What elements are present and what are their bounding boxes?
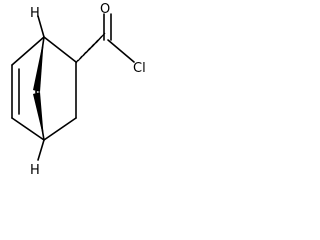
atom-oxygen: O: [100, 2, 110, 17]
atom-h-top: H: [30, 6, 40, 21]
bond-c1-c5: [43, 36, 77, 63]
structure-diagram: H H O Cl: [11, 2, 146, 178]
bond-c4-h: [37, 139, 45, 161]
atom-h-bottom: H: [30, 163, 40, 178]
atom-chlorine: Cl: [133, 61, 146, 76]
bond-c1-h: [37, 15, 45, 38]
wedge-c1-bridge: [33, 37, 44, 92]
bond-c6-c4: [43, 117, 77, 141]
hashed-bond-c5-carbonyl: [75, 32, 106, 64]
wedge-c4-bridge: [33, 92, 44, 140]
bond-c-cl: [107, 39, 135, 63]
bond-c3-c4: [11, 117, 45, 141]
bond-c1-c2: [11, 36, 45, 66]
